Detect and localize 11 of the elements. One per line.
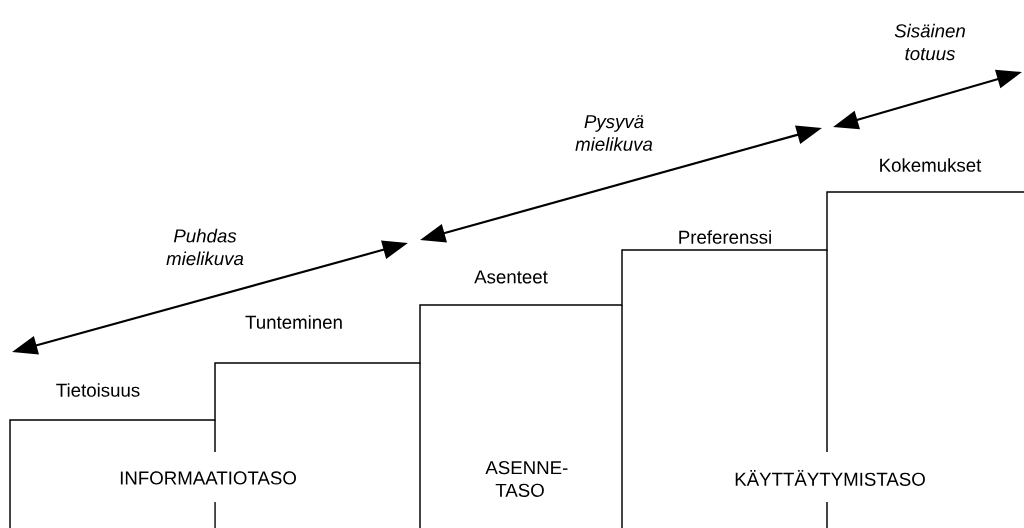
level-label: INFORMAATIOTASO bbox=[120, 471, 296, 485]
range-label: Pysyvä mielikuva bbox=[575, 115, 653, 151]
level-label: ASENNE-TASO bbox=[485, 461, 568, 497]
step-label: Tietoisuus bbox=[56, 383, 140, 397]
step-label: Tunteminen bbox=[245, 315, 342, 329]
range-label: Puhdas mielikuva bbox=[166, 228, 244, 266]
range-label: Sisäinen totuus bbox=[894, 23, 965, 61]
step-label: Asenteet bbox=[474, 270, 548, 284]
step-label: Preferenssi bbox=[679, 230, 771, 244]
level-label: KÄYTTÄYTYMISTASO bbox=[735, 470, 925, 486]
step-label: Kokemukset bbox=[880, 158, 982, 172]
